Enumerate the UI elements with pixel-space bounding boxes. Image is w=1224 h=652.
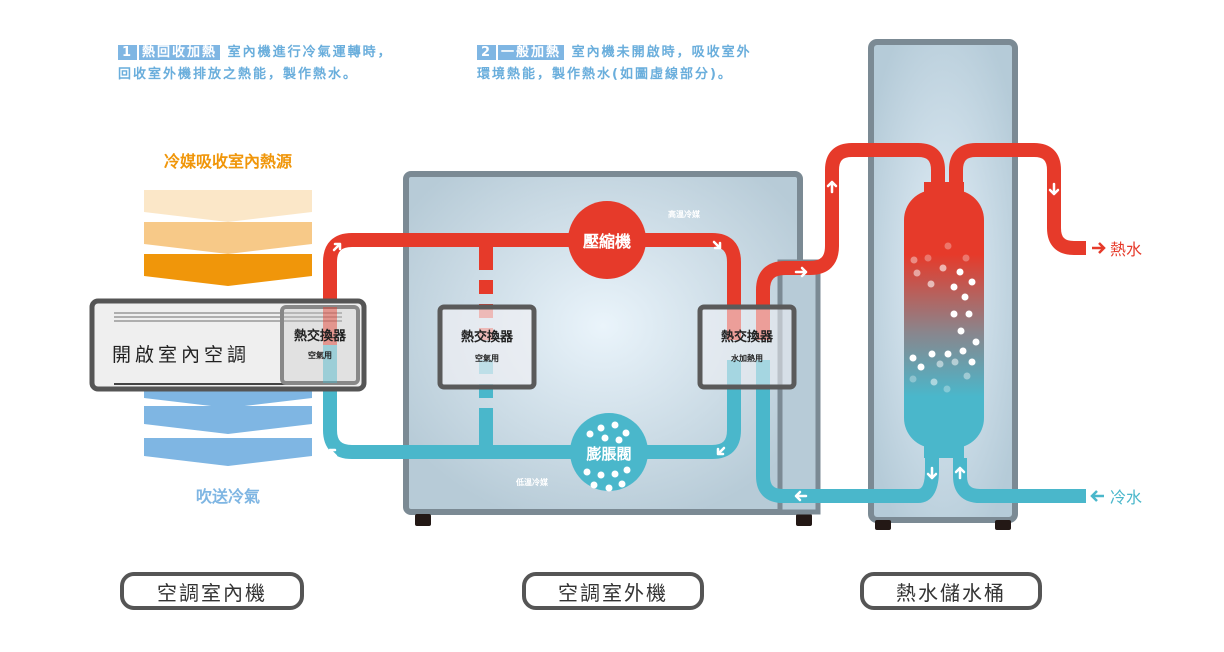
tank-arrow-up-icon [954,466,966,480]
expansion-valve-dots [583,421,631,492]
cool-chevron-1 [144,388,312,408]
outdoor-foot-right [796,514,812,526]
arrow-up-left-icon [328,448,338,458]
tank-arrow-down-icon [926,466,938,480]
arrow-down-right-icon [712,240,722,250]
mode-1-line1: 室內機進行冷氣運轉時， [227,45,393,60]
indoor-unit-body [89,298,367,392]
arrow-up-icon [826,180,838,194]
cold-water-label: 冷水 [1110,488,1142,507]
heat-exchanger-water-title: 熱交換器 [721,329,774,345]
outdoor-foot-left [415,514,431,526]
cold-water-pipe-from-tank [756,360,939,503]
bubbles [909,242,980,393]
indoor-heat-exchanger-box [280,305,360,385]
tank-neck-top [924,182,964,196]
cold-water-arrow-icon [1090,490,1104,502]
mode-1-line2: 回收室外機排放之熱能，製作熱水。 [118,67,359,82]
indoor-unit-caption: 空調室內機 [120,572,304,610]
cold-refrigerant-pipe [323,360,741,459]
indoor-heat-exchanger-title: 熱交換器 [294,328,347,344]
heat-chevron-3 [144,254,312,286]
mode-1-number: 1 [118,45,138,60]
heat-chevron-2 [144,222,312,254]
high-temp-label: 高溫冷媒 [668,209,701,219]
arrow-down-left-icon [716,446,726,456]
mode-2-line1: 室內機未開啟時，吸收室外 [571,45,752,60]
low-temp-label: 低溫冷媒 [515,477,549,487]
compressor-label: 壓縮機 [583,232,631,251]
indoor-heat-exchanger-sub: 空氣用 [308,350,332,360]
hot-water-pipe-to-tank [756,143,945,340]
arrow-up-right-icon [332,242,342,252]
expansion-valve-label: 膨脹閥 [586,445,631,463]
hot-water-arrow-icon [1092,242,1106,254]
hot-water-outlet-pipe [949,143,1086,255]
heat-source-label: 冷媒吸收室內熱源 [164,152,292,171]
arrow-down-icon [1048,182,1060,196]
heat-exchanger-water-box [697,304,797,390]
tank-caption: 熱水儲水桶 [860,572,1042,610]
indoor-unit-label: 開啟室內空調 [112,344,250,366]
arrow-right-icon [794,266,808,278]
flow-arrows [328,180,1060,502]
tank-foot-right [995,520,1011,530]
heat-exchanger-water-sub: 水加熱用 [730,353,763,363]
heat-chevrons [144,190,312,286]
cool-air-label: 吹送冷氣 [196,487,260,506]
tank-foot-left [875,520,891,530]
heat-exchanger-air-box [437,304,537,390]
refrigerant-loop [323,143,1086,503]
hot-refrigerant-pipe [323,233,741,340]
cool-chevron-2 [144,406,312,434]
mode-1-title: 熱回收加熱 [139,45,221,60]
mode-2-line2: 環境熱能，製作熱水(如圖虛線部分)。 [477,67,733,82]
cool-chevrons [144,388,312,466]
heat-exchanger-air-title: 熱交換器 [461,329,514,345]
tank-neck-bottom [924,442,964,458]
mode-2-title: 一般加熱 [498,45,565,60]
tank-cylinder [904,190,984,448]
arrow-left-icon [794,490,808,502]
heat-exchanger-air-sub: 空氣用 [475,353,499,363]
hot-water-label: 熱水 [1110,240,1142,259]
mode-2-number: 2 [477,45,497,60]
outdoor-unit-caption: 空調室外機 [522,572,704,610]
compressor [568,201,646,279]
heat-chevron-1 [144,190,312,222]
cool-chevron-3 [144,438,312,466]
